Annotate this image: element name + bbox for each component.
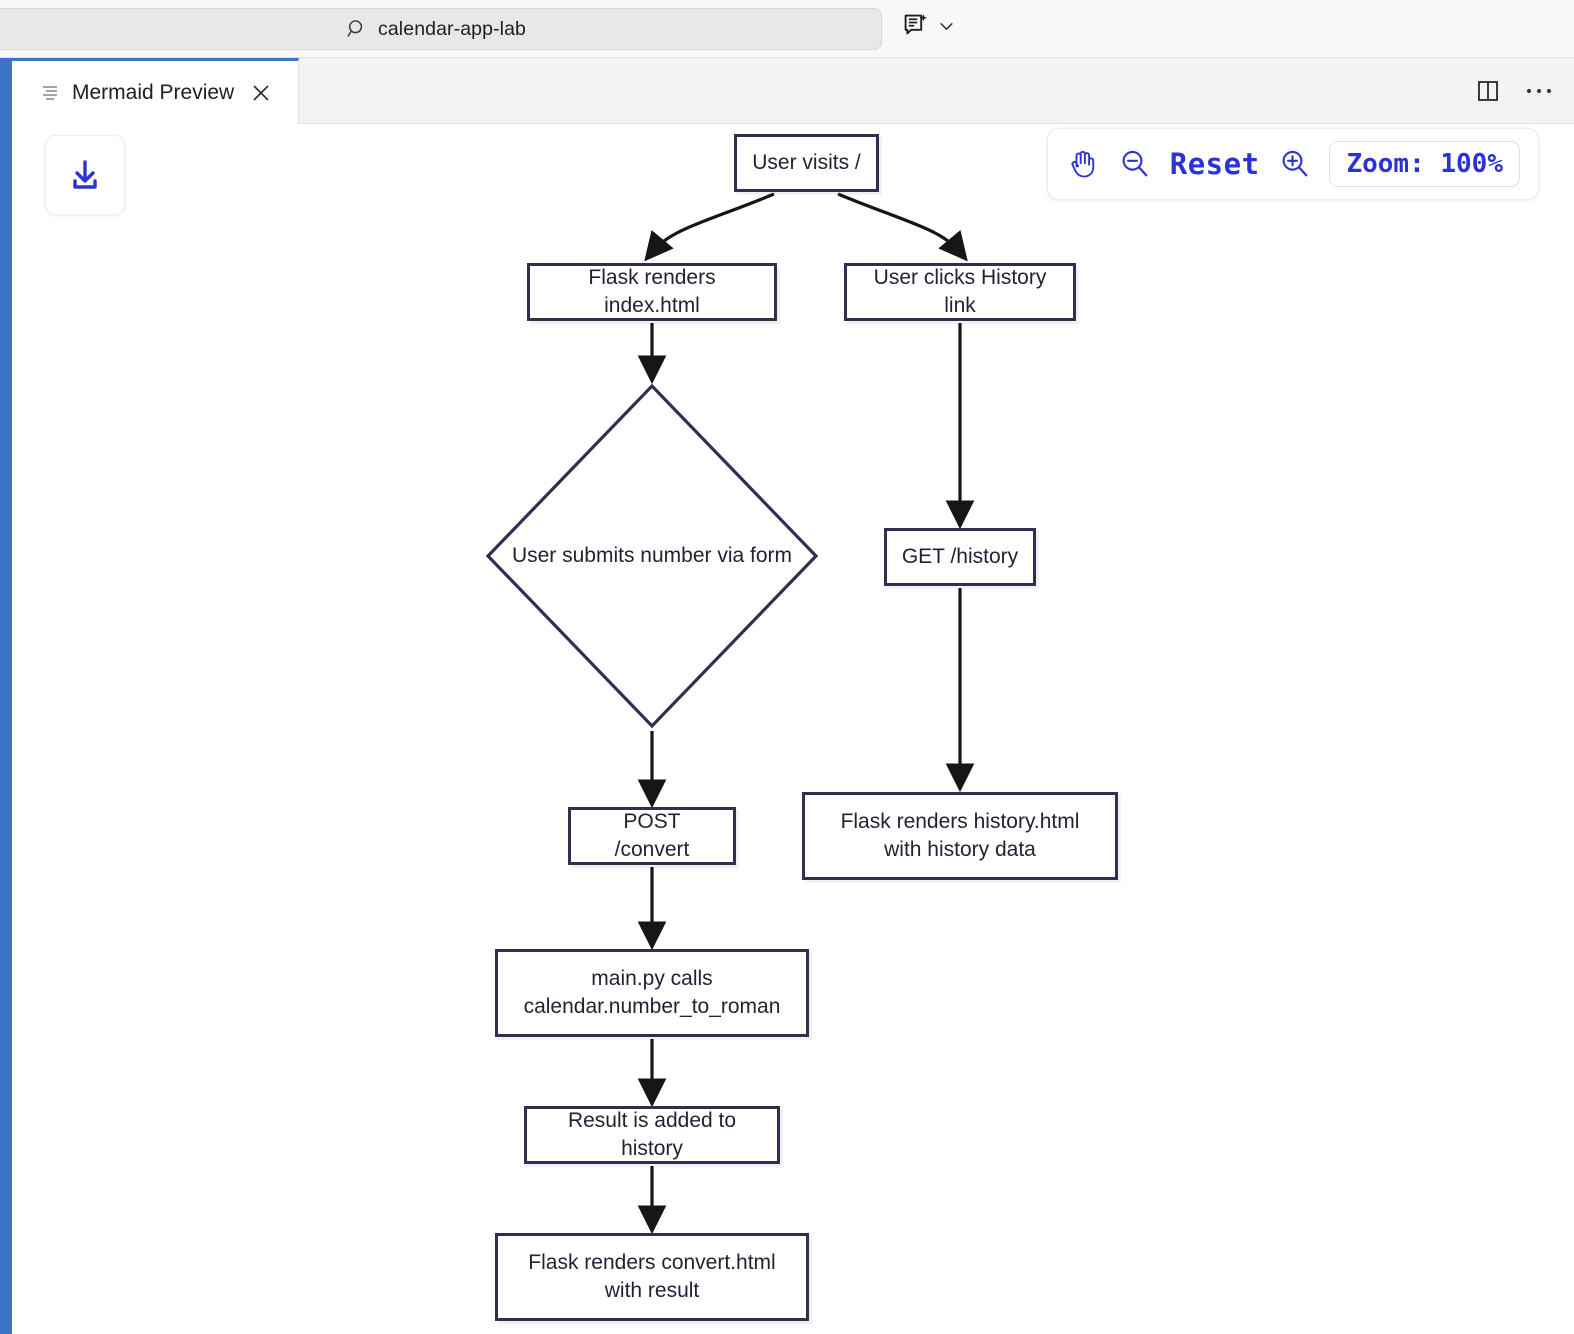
zoom-toolbar: Reset Zoom: 100% bbox=[1047, 128, 1539, 200]
search-input[interactable]: calendar-app-lab bbox=[0, 8, 882, 50]
adjacent-editor-strip bbox=[0, 58, 12, 1334]
download-button[interactable] bbox=[45, 135, 125, 215]
list-icon bbox=[43, 85, 57, 100]
zoom-in-icon[interactable] bbox=[1278, 143, 1312, 185]
flow-node-label: Result is added to history bbox=[567, 1108, 737, 1160]
flow-node-label: POST /convert bbox=[614, 809, 690, 861]
tab-strip-actions bbox=[1476, 58, 1552, 124]
chevron-down-icon bbox=[940, 22, 953, 30]
search-icon bbox=[347, 20, 363, 37]
reset-zoom-button[interactable]: Reset bbox=[1169, 147, 1260, 181]
flowchart: User visits / Flask renders index.html U… bbox=[12, 124, 1574, 1334]
flow-node-label: Flask renders history.html with history … bbox=[840, 809, 1080, 861]
flow-node[interactable]: POST /convert bbox=[568, 807, 736, 865]
flow-node-label: Flask renders index.html bbox=[588, 265, 716, 317]
copilot-chat-icon bbox=[904, 14, 927, 35]
more-actions-icon[interactable] bbox=[1526, 86, 1552, 96]
flow-node[interactable]: GET /history bbox=[884, 528, 1036, 586]
edge-n1-n3 bbox=[837, 192, 968, 262]
flow-node[interactable]: Flask renders index.html bbox=[527, 263, 777, 321]
flow-node[interactable]: Flask renders history.html with history … bbox=[802, 792, 1118, 880]
pan-hand-icon[interactable] bbox=[1066, 143, 1100, 185]
tab-strip: Mermaid Preview bbox=[0, 58, 1574, 124]
flow-node[interactable]: User visits / bbox=[734, 134, 879, 192]
edge-n1-n2 bbox=[644, 192, 775, 262]
mermaid-preview-canvas: Reset Zoom: 100% bbox=[12, 124, 1574, 1334]
split-editor-icon[interactable] bbox=[1476, 79, 1500, 103]
search-value: calendar-app-lab bbox=[378, 17, 526, 40]
close-icon[interactable] bbox=[250, 82, 272, 104]
flow-node-decision[interactable]: User submits number via form bbox=[485, 383, 819, 729]
flow-node[interactable]: Flask renders convert.html with result bbox=[495, 1233, 809, 1321]
title-bar: calendar-app-lab bbox=[0, 0, 1574, 58]
zoom-level-badge[interactable]: Zoom: 100% bbox=[1329, 141, 1520, 187]
flow-node-label: User submits number via form bbox=[511, 543, 793, 567]
flow-node[interactable]: User clicks History link bbox=[844, 263, 1076, 321]
tab-mermaid-preview[interactable]: Mermaid Preview bbox=[12, 58, 299, 124]
download-icon bbox=[73, 160, 97, 189]
zoom-out-icon[interactable] bbox=[1118, 143, 1152, 185]
copilot-chat-button[interactable] bbox=[903, 13, 955, 39]
flow-node-label: User visits / bbox=[752, 150, 861, 174]
flow-node[interactable]: main.py calls calendar.number_to_roman bbox=[495, 949, 809, 1037]
flowchart-edges bbox=[637, 192, 975, 1235]
flow-node-label: main.py calls calendar.number_to_roman bbox=[523, 966, 781, 1018]
flow-node-label: GET /history bbox=[901, 544, 1019, 568]
diamond-shape-icon bbox=[485, 383, 819, 729]
flow-node-label: User clicks History link bbox=[873, 265, 1047, 317]
tab-label: Mermaid Preview bbox=[72, 80, 235, 104]
flow-node[interactable]: Result is added to history bbox=[524, 1106, 780, 1164]
flow-node-label: Flask renders convert.html with result bbox=[528, 1250, 776, 1302]
